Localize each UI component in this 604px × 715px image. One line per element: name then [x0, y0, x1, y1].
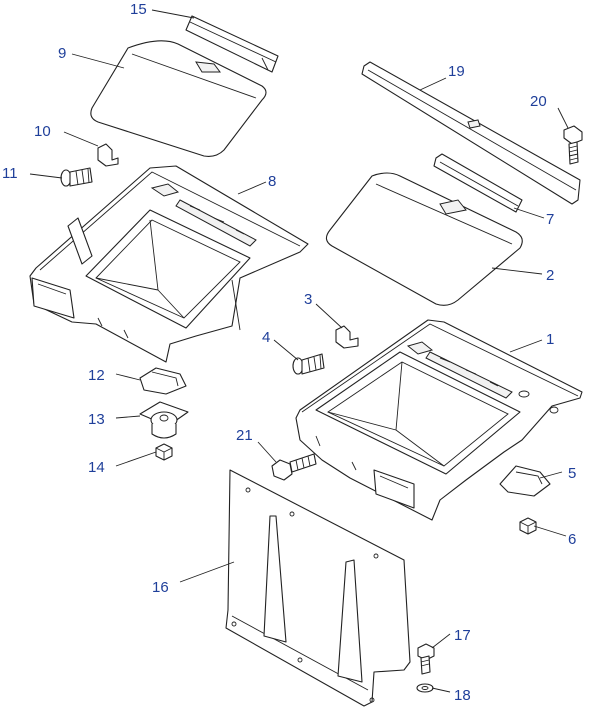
leader-lines	[29, 9, 569, 693]
callout-3: 3	[304, 291, 312, 308]
callout-16: 16	[152, 579, 169, 596]
callout-5: 5	[568, 465, 576, 482]
callout-14: 14	[88, 459, 105, 476]
part-21-bolt	[271, 453, 317, 481]
part-3-clip	[335, 325, 359, 349]
part-4-screw	[292, 353, 325, 375]
part-17-bolt	[417, 643, 435, 675]
part-12-mount	[139, 367, 187, 395]
part-16-plate	[225, 469, 411, 707]
part-10-clip	[97, 143, 119, 167]
part-1-console-right	[295, 319, 583, 521]
callout-2: 2	[546, 267, 554, 284]
part-19-strip	[361, 61, 581, 205]
callout-8: 8	[268, 173, 276, 190]
callout-13: 13	[88, 411, 105, 428]
callout-20: 20	[530, 93, 547, 110]
callout-4: 4	[262, 329, 270, 346]
part-13-mount	[139, 401, 189, 439]
part-14-nut	[155, 443, 173, 461]
part-11-screw	[60, 167, 93, 187]
callout-10: 10	[34, 123, 51, 140]
callout-19: 19	[448, 63, 465, 80]
callout-labels: 15 9 10 11 8 19 20 7 2 3 4 1 12 13 14 21…	[2, 1, 576, 704]
part-5-mount	[499, 465, 551, 497]
callout-9: 9	[58, 45, 66, 62]
part-15-strip	[185, 15, 279, 73]
part-6-nut	[519, 517, 537, 535]
callout-12: 12	[88, 367, 105, 384]
callout-6: 6	[568, 531, 576, 548]
callout-18: 18	[454, 687, 471, 704]
part-2-lid	[325, 172, 523, 306]
part-20-bolt	[563, 125, 583, 165]
callout-7: 7	[546, 211, 554, 228]
callout-21: 21	[236, 427, 253, 444]
callout-15: 15	[130, 1, 147, 18]
part-9-lid	[90, 40, 267, 157]
callout-11: 11	[2, 165, 18, 182]
part-18-washer	[416, 683, 434, 693]
callout-1: 1	[546, 331, 554, 348]
part-8-console-left	[29, 165, 309, 363]
part-7-strip	[433, 153, 523, 213]
callout-17: 17	[454, 627, 471, 644]
